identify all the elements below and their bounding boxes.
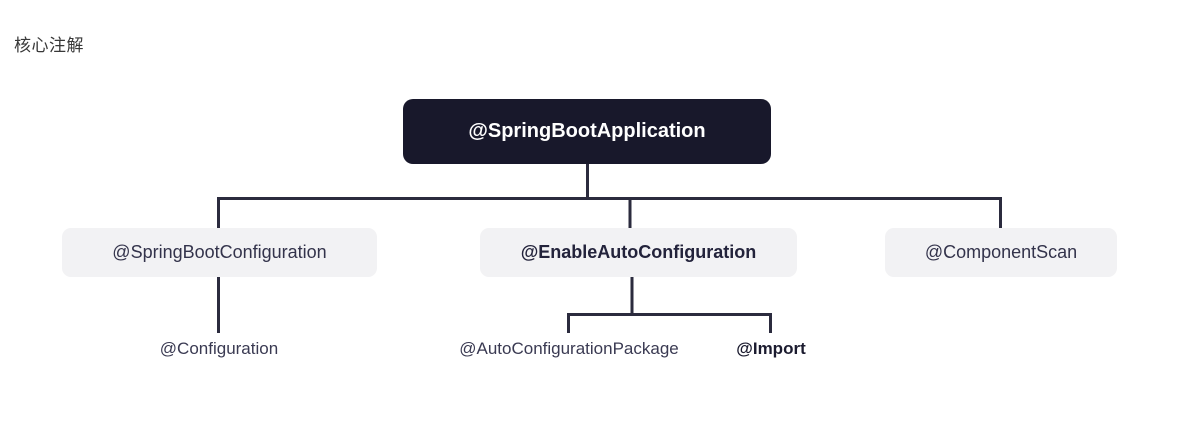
node-enable-auto-configuration: @EnableAutoConfiguration — [480, 228, 797, 277]
node-spring-boot-configuration: @SpringBootConfiguration — [62, 228, 377, 277]
node-spring-boot-application: @SpringBootApplication — [403, 99, 771, 164]
leaf-auto-configuration-package: @AutoConfigurationPackage — [459, 339, 679, 358]
leaf-configuration: @Configuration — [159, 339, 279, 358]
node-component-scan: @ComponentScan — [885, 228, 1117, 277]
diagram-title: 核心注解 — [14, 36, 84, 55]
leaf-import: @Import — [736, 339, 806, 358]
